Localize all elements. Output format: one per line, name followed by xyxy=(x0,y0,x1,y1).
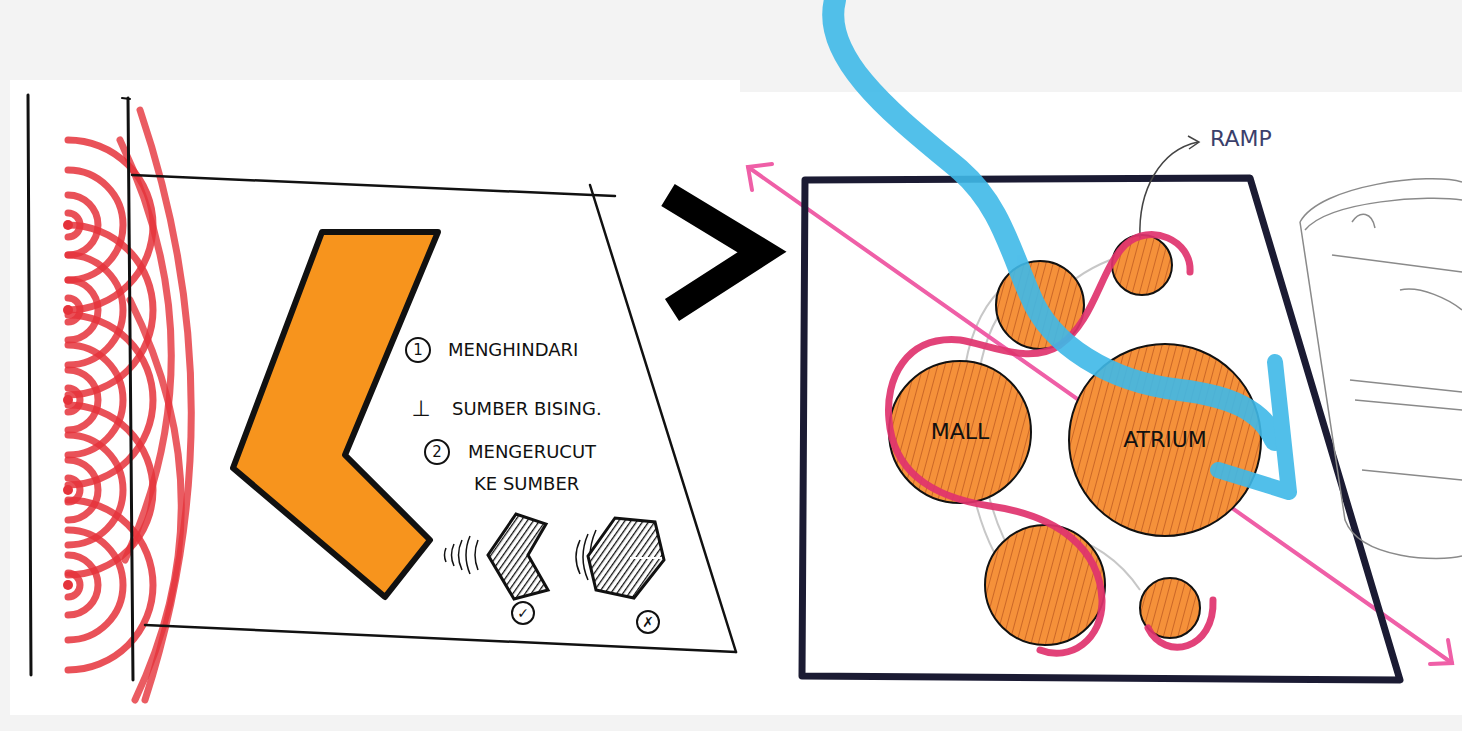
note-text: MENGERUCUT xyxy=(468,443,596,461)
note-text: SUMBER BISING. xyxy=(452,400,602,418)
cross-mark: ✗ xyxy=(642,615,654,629)
circulation-axis xyxy=(748,164,1452,664)
noise-wave xyxy=(68,370,98,430)
left-sheet xyxy=(10,80,740,715)
noise-wave xyxy=(68,573,80,597)
zone-circle-fill xyxy=(889,361,1031,503)
noise-waves xyxy=(63,110,191,700)
site-outline-right xyxy=(802,178,1400,680)
noise-wave xyxy=(68,555,98,615)
callout-number: 1 xyxy=(413,343,423,358)
blue-view-arrow xyxy=(833,0,1289,492)
pink-flow-curves xyxy=(889,235,1214,654)
noise-source xyxy=(63,580,73,590)
right-sheet xyxy=(740,92,1462,715)
note-text: KE SUMBER xyxy=(474,475,579,493)
zone-circle: MALL xyxy=(888,360,1032,504)
transition-arrow xyxy=(668,195,762,310)
noise-source xyxy=(63,485,73,495)
ramp-label: RAMP xyxy=(1210,128,1272,150)
pencil-sketch xyxy=(1300,179,1462,559)
note-text: MENGHINDARI xyxy=(448,341,578,359)
ramp-leader xyxy=(1140,136,1199,238)
perpendicular-symbol: ⊥ xyxy=(411,398,430,420)
noise-wave xyxy=(68,460,98,520)
zone-name: ATRIUM xyxy=(1123,429,1207,451)
building-mass xyxy=(233,232,438,597)
callout-number: 2 xyxy=(432,445,442,460)
zone-name: MALL xyxy=(931,421,990,443)
noise-wave xyxy=(68,280,98,340)
check-mark: ✓ xyxy=(517,606,529,620)
noise-wave xyxy=(68,530,123,640)
noise-wave xyxy=(130,300,181,700)
mass-icons xyxy=(445,514,665,599)
site-outline-left xyxy=(28,95,736,680)
